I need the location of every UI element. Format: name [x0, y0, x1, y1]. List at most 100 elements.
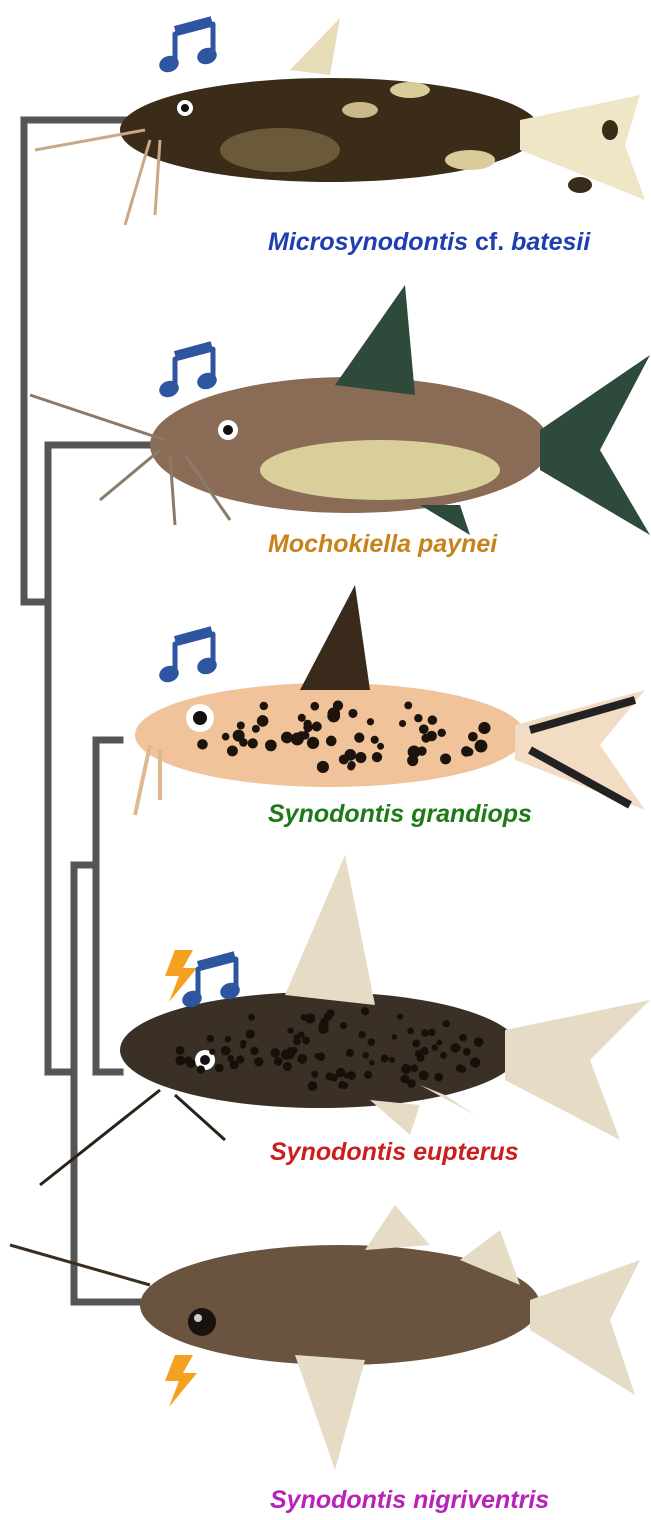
fish-grandiops-illustration [135, 585, 645, 815]
fish-spot [478, 722, 490, 734]
fish-spot [401, 1064, 411, 1074]
fish-spot [248, 1014, 255, 1021]
fish-spot [240, 1043, 246, 1049]
fish-spot [420, 1047, 428, 1055]
fish-spot [428, 715, 438, 725]
fish-spot [302, 1036, 310, 1044]
fish-spot [265, 740, 277, 752]
fish-spot [347, 763, 355, 771]
fish-spot [414, 714, 422, 722]
fish-spot [312, 721, 322, 731]
fish-spot [239, 738, 248, 747]
fish-spot [285, 1049, 295, 1059]
fish-spot [252, 725, 260, 733]
fish-spot [197, 1065, 205, 1073]
genus-text: Microsynodontis [268, 228, 468, 256]
fish-spot [215, 1064, 224, 1073]
fish-microsynodontis-illustration [35, 18, 645, 225]
fish-spot [436, 1040, 442, 1046]
fish-spot [438, 729, 446, 737]
fish-spot [392, 1034, 398, 1040]
fish-spot [431, 1044, 438, 1051]
fish-spot [372, 752, 382, 762]
fish-spot [407, 1028, 414, 1035]
fish-spot [359, 1031, 366, 1038]
genus-text: Synodontis [268, 800, 404, 828]
fish-spot [225, 1036, 231, 1042]
fish-spot [250, 1047, 259, 1056]
fish-spot [419, 724, 429, 734]
fish-spot [314, 1053, 320, 1059]
fish-spot [474, 1037, 484, 1047]
fish-spot [340, 1022, 347, 1029]
fish-spot [221, 1046, 231, 1056]
fish-spot [389, 1057, 395, 1063]
fish-spot [426, 731, 437, 742]
fish-spot [230, 1060, 239, 1069]
species-label-synodontis-eupterus: Synodontis eupterus [270, 1138, 519, 1167]
fish-spot [176, 1046, 185, 1055]
epithet-text: grandiops [411, 800, 532, 828]
fish-spot [399, 720, 406, 727]
fish-spot [197, 739, 208, 750]
fish-spot [311, 1071, 318, 1078]
fish-spot [417, 1054, 425, 1062]
fish-spot [460, 1066, 467, 1073]
fish-spot [246, 1029, 255, 1038]
fish-eupterus-illustration [40, 855, 650, 1185]
fish-spot [271, 1048, 280, 1057]
fish-spot [344, 749, 356, 761]
fish-spot [364, 1071, 372, 1079]
fish-spot [287, 1027, 293, 1033]
fish-spot [417, 746, 426, 755]
fish-spot [459, 1034, 467, 1042]
epithet-text: batesii [511, 228, 590, 256]
fish-spot [308, 1081, 318, 1091]
fish-spot [209, 1049, 215, 1055]
music-note-icon [157, 341, 219, 400]
fish-spot [367, 718, 374, 725]
fish-spot [274, 1057, 283, 1066]
fish-spot [344, 1073, 350, 1079]
fish-spot [326, 1072, 334, 1080]
fish-spot [468, 732, 478, 742]
fish-spot [207, 1035, 214, 1042]
fish-spot [260, 702, 268, 710]
fish-spot [428, 1029, 435, 1036]
species-label-microsynodontis-batesii: Microsynodontis cf. batesii [268, 228, 590, 257]
fish-spot [434, 1073, 443, 1082]
fish-spot [297, 731, 306, 740]
qualifier-text: cf. [475, 228, 504, 256]
genus-text: Synodontis [270, 1486, 406, 1514]
fish-spot [310, 702, 319, 711]
species-label-synodontis-grandiops: Synodontis grandiops [268, 800, 532, 829]
fish-spot [407, 1079, 416, 1088]
music-note-icon [157, 626, 219, 685]
fish-spot [419, 1071, 429, 1081]
fish-spot [305, 1013, 315, 1023]
fish-spot [327, 1009, 335, 1017]
species-label-synodontis-nigriventris: Synodontis nigriventris [270, 1486, 549, 1515]
epithet-text: eupterus [413, 1138, 519, 1166]
fish-spot [298, 714, 306, 722]
fish-mochokiella-illustration [30, 285, 650, 535]
fish-spot [465, 748, 473, 756]
phylogenetic-tree [24, 120, 148, 1302]
fish-spot [307, 737, 319, 749]
music-note-icon [157, 16, 219, 75]
fish-spot [381, 1055, 389, 1063]
fish-spot [404, 702, 412, 710]
lightning-bolt-icon [165, 1355, 197, 1407]
fish-spot [411, 1064, 419, 1072]
fish-spot [355, 752, 366, 763]
epithet-text: paynei [418, 530, 497, 558]
fish-spot [293, 1038, 301, 1046]
fish-spot [463, 1048, 471, 1056]
fish-spot [341, 1082, 348, 1089]
fish-spot [421, 1029, 429, 1037]
fish-spot [377, 743, 384, 750]
fish-spot [397, 1013, 403, 1019]
epithet-text: nigriventris [413, 1486, 549, 1514]
fish-spot [222, 733, 230, 741]
fish-spot [237, 721, 245, 729]
